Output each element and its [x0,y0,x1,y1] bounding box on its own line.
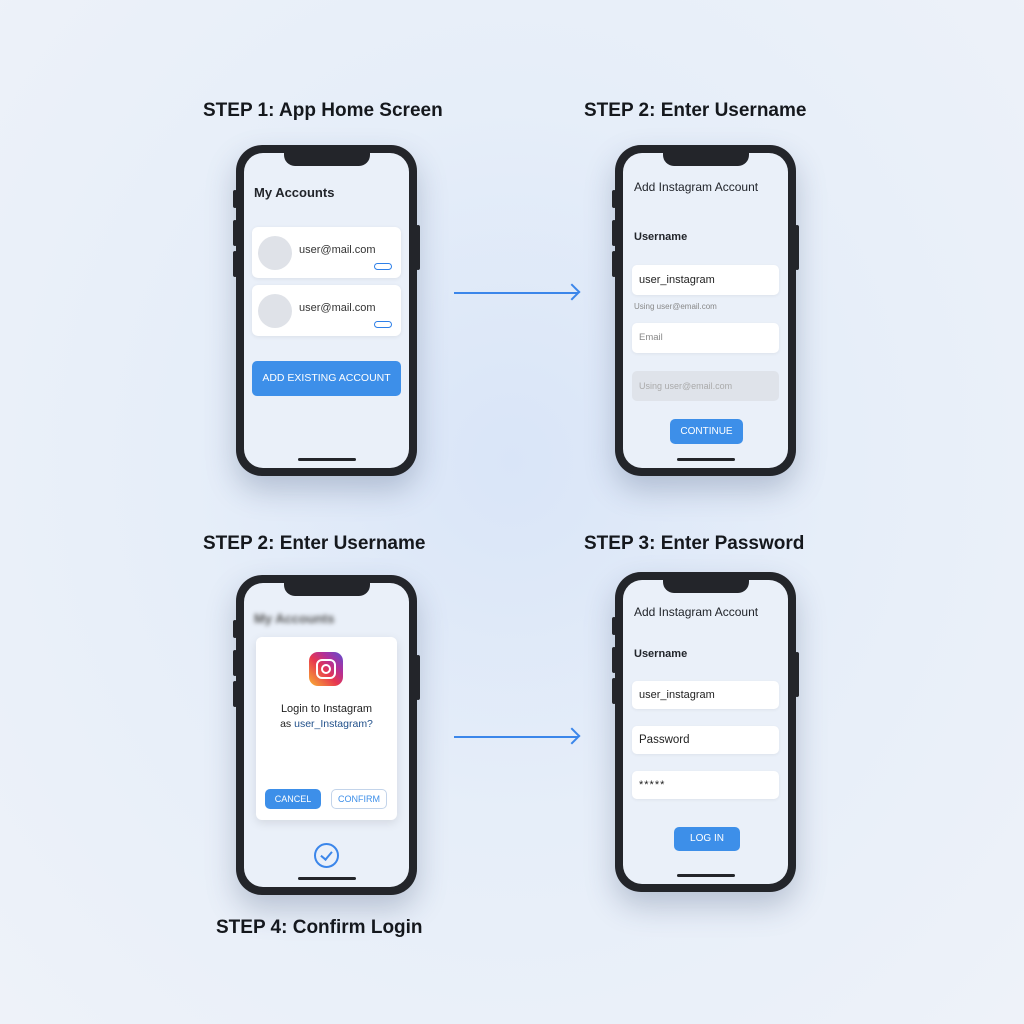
arrow-right-icon [454,736,578,738]
email-input[interactable]: Email [632,323,779,353]
dialog-user-line: as user_Instagram? [256,718,397,730]
username-input[interactable]: user_instagram [632,681,779,709]
cancel-button[interactable]: CANCEL [265,789,321,809]
step-2-heading-lower: STEP 2: Enter Username [203,533,426,554]
log-in-button[interactable]: LOG IN [674,827,740,851]
check-circle-icon [314,843,339,868]
account-card[interactable]: user@mail.com [252,227,401,278]
step-2-heading: STEP 2: Enter Username [584,100,807,121]
avatar [258,294,292,328]
password-label-field[interactable]: Password [632,726,779,754]
step-3-heading: STEP 3: Enter Password [584,533,805,554]
step-1-heading: STEP 1: App Home Screen [203,100,443,121]
account-email: user@mail.com [299,302,376,314]
add-existing-account-button[interactable]: ADD EXISTING ACCOUNT [252,361,401,396]
dialog-username: user_Instagram? [294,718,373,730]
hint-text: Using user@email.com [634,302,717,311]
phone-password-screen: Add Instagram Account Username user_inst… [612,572,799,892]
account-card[interactable]: user@mail.com [252,285,401,336]
dialog-message: Login to Instagram [280,703,373,715]
more-options-icon[interactable] [374,263,392,270]
account-email: user@mail.com [299,244,376,256]
screen-title: Add Instagram Account [634,605,759,619]
username-input[interactable]: user_instagram [632,265,779,295]
blurred-title: My Accounts [254,611,335,626]
disabled-email-field: Using user@email.com [632,371,779,401]
phone-username-screen: Add Instagram Account Username user_inst… [612,145,799,476]
confirm-button[interactable]: CONFIRM [331,789,387,809]
instagram-logo-icon [309,652,343,686]
dialog-prefix: as [280,718,295,730]
phone-home-screen: My Accounts user@mail.com user@mail.com … [233,145,420,476]
username-label: Username [634,231,688,243]
more-options-icon[interactable] [374,321,392,328]
password-input[interactable]: ***** [632,771,779,799]
username-label: Username [634,648,688,660]
avatar [258,236,292,270]
phone-confirm-screen: My Accounts Login to Instagram as user_I… [233,575,420,895]
screen-title: Add Instagram Account [634,180,759,194]
screen-title: My Accounts [254,185,335,200]
confirm-dialog: Login to Instagram as user_Instagram? CA… [256,637,397,820]
arrow-right-icon [454,292,578,294]
continue-button[interactable]: CONTINUE [670,419,743,444]
step-4-heading: STEP 4: Confirm Login [216,917,423,938]
